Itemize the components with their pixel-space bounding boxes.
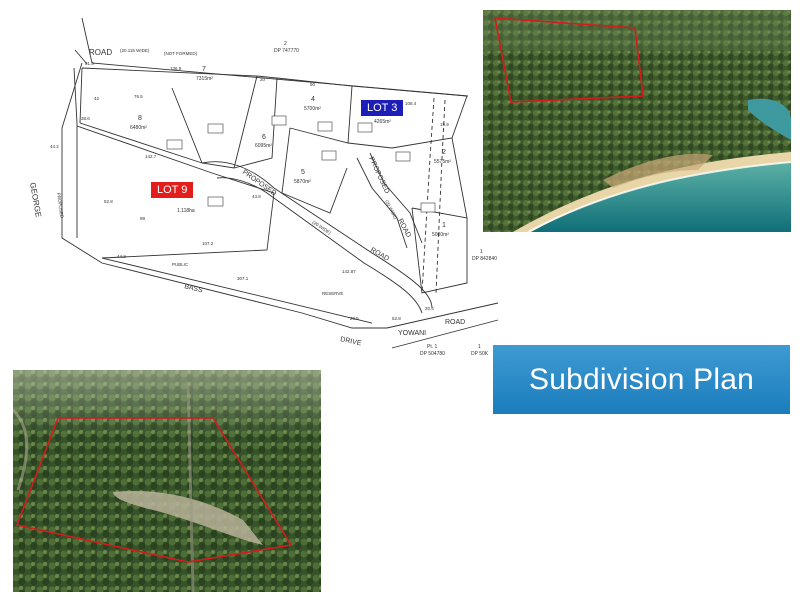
lot6-num: 6 [262, 134, 266, 141]
lot8-num: 8 [138, 115, 142, 122]
dp-bottom1-label: DP 504780 [420, 351, 445, 357]
lot4-num: 4 [311, 96, 315, 103]
lot5-area: 5870m² [294, 179, 311, 185]
road-top-note: (NOT FORMED) [164, 51, 198, 56]
dim: 52.8 [104, 199, 113, 204]
dim: 29.5 [350, 316, 359, 321]
lot-3-badge: LOT 3 [361, 100, 404, 116]
lot4-area: 5700m² [304, 106, 321, 112]
yowani-label: YOWANI [398, 330, 426, 337]
drive-label: DRIVE [340, 336, 363, 347]
subdivision-plan-drawing: ROAD (20.115 WIDE) (NOT FORMED) 2 DP 747… [28, 17, 499, 357]
dim: 38.6 [81, 116, 90, 121]
dim: 44.2 [117, 254, 126, 259]
reserve-label: RESERVE [322, 291, 343, 296]
bass-label: BASS [184, 283, 204, 294]
dim: 43.8 [252, 194, 261, 199]
lot2-area: 5575m² [434, 159, 451, 165]
dp-top-num: 2 [284, 41, 287, 47]
proposed-side-label: PROPOSED [56, 192, 65, 219]
dp-bottom2-label: DP 50K [471, 351, 489, 357]
lot-9-badge: LOT 9 [151, 182, 194, 198]
subdivision-plan-title: Subdivision Plan [493, 345, 790, 414]
road-top-label: ROAD [89, 48, 112, 57]
dim: 98 [140, 216, 146, 221]
dim: 142.7 [145, 154, 157, 159]
road-right-label: ROAD [445, 319, 465, 326]
dim: 20 [260, 77, 266, 82]
pt1-label: Pt. 1 [427, 344, 438, 350]
lot1-num: 1 [442, 222, 446, 229]
lot7-area: 7315m² [196, 76, 213, 82]
road-top-width: (20.115 WIDE) [120, 48, 150, 53]
proposed-road-right-road: ROAD [396, 218, 412, 239]
dim: 20.5 [425, 306, 434, 311]
lot6-area: 6095m² [255, 143, 272, 149]
proposed-road-right: PROPOSED [367, 156, 390, 195]
dim: 76.5 [134, 94, 143, 99]
dim: 44.2 [50, 144, 59, 149]
dp-right-num: 1 [480, 249, 483, 255]
dp-bottom2-num: 1 [478, 344, 481, 350]
dim: 81.5 [85, 61, 94, 66]
dp-top-label: DP 747770 [274, 48, 299, 54]
dim: 107.2 [202, 241, 214, 246]
lot5-num: 5 [301, 169, 305, 176]
dim: 142.87 [342, 269, 356, 274]
lot2-num: 2 [442, 149, 446, 156]
dim: 307.1 [237, 276, 249, 281]
george-label: GEORGE [28, 182, 43, 218]
dim: 52.8 [392, 316, 401, 321]
lot1-area: 5000m² [432, 232, 449, 238]
dim: 42 [94, 96, 100, 101]
dp-right-label: DP 842840 [472, 256, 497, 262]
proposed-road-right-wide: (20 WIDE) [384, 199, 399, 220]
aerial-photo-coastline [483, 10, 791, 232]
lot3-area: 4265m² [374, 119, 391, 125]
proposed-road-name: ROAD [369, 247, 390, 263]
lot7-num: 7 [202, 66, 206, 73]
dim: 136.9 [170, 66, 182, 71]
dim: 19.9 [440, 122, 449, 127]
aerial-photo-bushland [13, 370, 321, 592]
lot8-area: 6480m² [130, 125, 147, 131]
lot9-area: 1.118ha [177, 208, 195, 214]
public-label: PUBLIC [172, 262, 189, 267]
dim: 90 [310, 82, 316, 87]
dim: 108.4 [405, 101, 417, 106]
